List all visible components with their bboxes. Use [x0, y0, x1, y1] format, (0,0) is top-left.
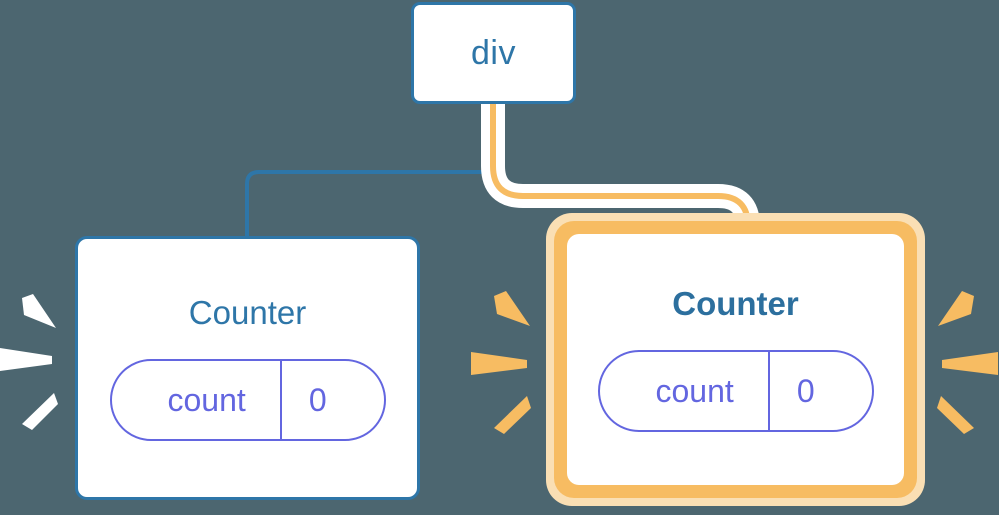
- node-counter-right-body: Counter count 0: [567, 234, 904, 485]
- edge-div-to-counter-left: [245, 102, 495, 242]
- state-value-label: 0: [279, 360, 372, 439]
- node-div[interactable]: div: [411, 2, 576, 104]
- state-pill-counter-right: count 0: [597, 350, 874, 432]
- state-value-label: 0: [767, 352, 860, 430]
- node-counter-left[interactable]: Counter count 0: [75, 236, 420, 500]
- node-counter-right-label: Counter: [672, 285, 799, 322]
- node-counter-right[interactable]: Counter count 0: [546, 213, 925, 506]
- state-pill-counter-left: count 0: [109, 358, 386, 441]
- state-key-label: count: [167, 381, 246, 418]
- state-key-label: count: [655, 373, 734, 409]
- node-counter-left-label: Counter: [188, 293, 307, 331]
- node-div-label: div: [471, 34, 516, 72]
